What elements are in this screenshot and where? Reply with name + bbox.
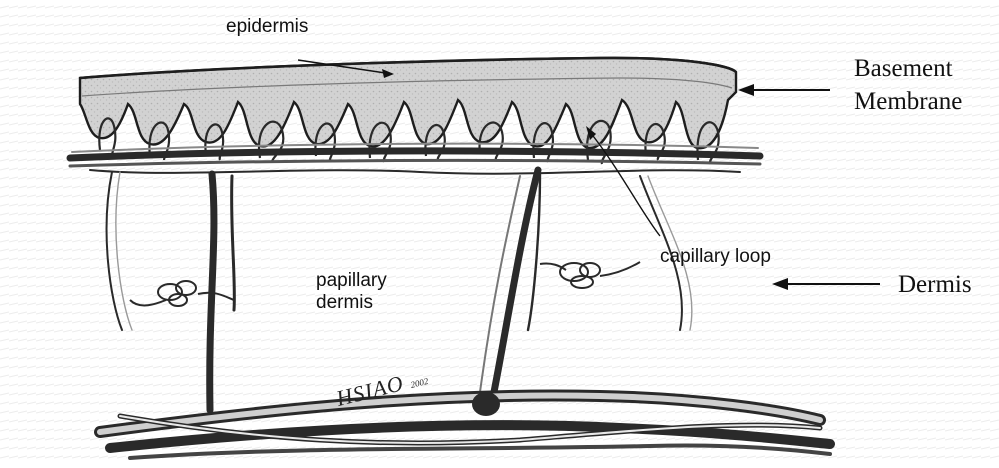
dermis-label: Dermis: [898, 268, 972, 301]
papillary-dermis-line2: dermis: [316, 292, 387, 314]
papillary-dermis-line1: papillary: [316, 270, 387, 292]
signature-year: 2002: [409, 376, 429, 390]
epidermis-label: epidermis: [226, 16, 308, 38]
papillary-dermis-label: papillary dermis: [316, 270, 387, 314]
capillary-loop-label: capillary loop: [660, 246, 771, 268]
basement-membrane-line2: Membrane: [854, 85, 962, 118]
basement-membrane-line1: Basement: [854, 52, 962, 85]
basement-membrane-label: Basement Membrane: [854, 52, 962, 118]
